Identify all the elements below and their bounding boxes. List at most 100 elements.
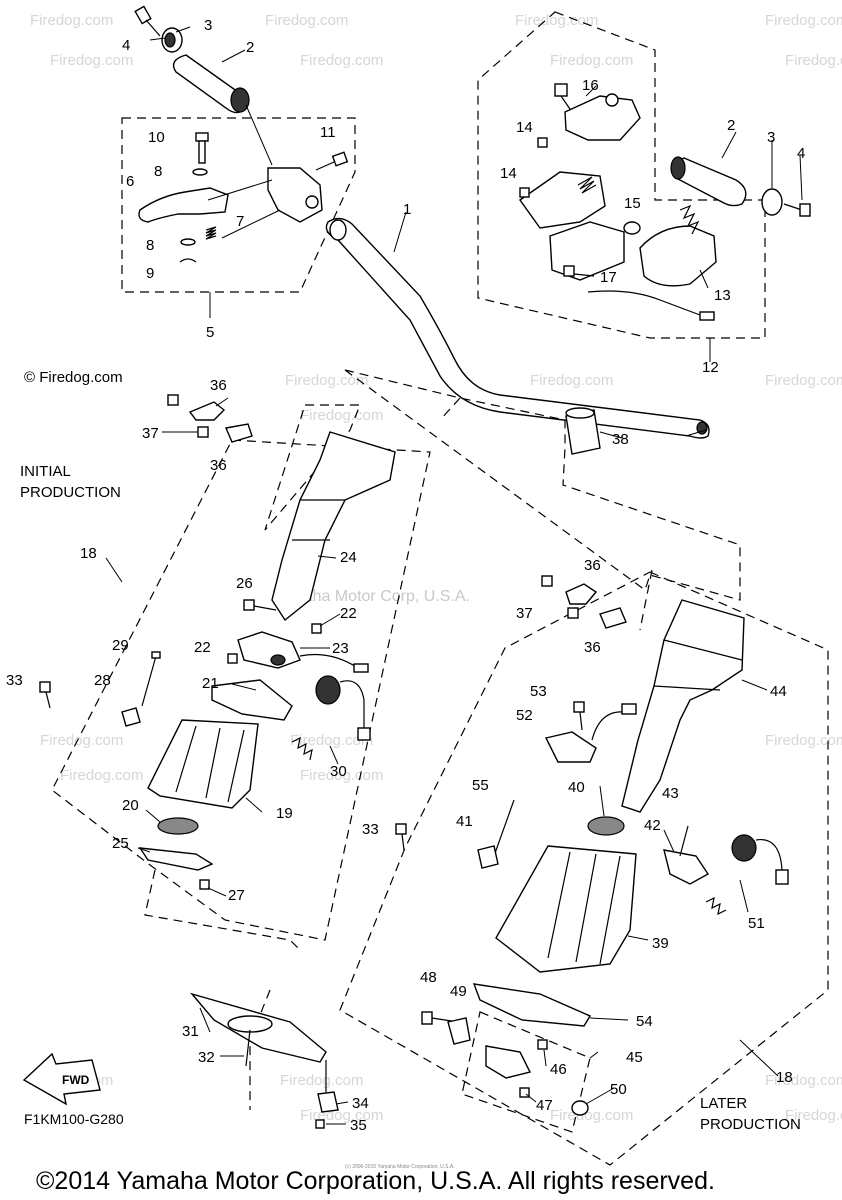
watermark: Firedog.com	[550, 52, 633, 69]
pin-10	[195, 132, 209, 164]
callout-41: 41	[456, 813, 473, 830]
handlebar-1	[325, 217, 710, 439]
bolt-4-right	[783, 203, 811, 217]
callout-52: 52	[516, 707, 533, 724]
callout-21: 21	[202, 675, 219, 692]
bracket-45	[485, 1045, 532, 1079]
bolt-29	[141, 655, 157, 707]
clip-28	[121, 707, 141, 727]
sensor-51-spring	[705, 896, 727, 916]
sensor-30-wire	[339, 680, 365, 730]
bolt-37-later-lower	[567, 607, 579, 619]
callout-13: 13	[714, 287, 731, 304]
site-notice: © Firedog.com	[24, 369, 123, 386]
callout-28: 28	[94, 672, 111, 689]
callout-36: 36	[210, 377, 227, 394]
right-housing-cap	[605, 93, 619, 107]
steering-link-38	[565, 407, 601, 455]
watermark: Firedog.com	[765, 372, 842, 389]
callout-8: 8	[154, 163, 162, 180]
bolt-33-right	[395, 823, 407, 851]
spring-7	[205, 226, 217, 240]
sensor-30-connector	[357, 727, 371, 741]
bracket-36-upper	[188, 401, 226, 421]
callout-45: 45	[626, 1049, 643, 1066]
owner-watermark: Yamaha Motor Corp, U.S.A.	[272, 588, 470, 605]
bolt-33-left	[39, 681, 51, 709]
callout-35: 35	[350, 1117, 367, 1134]
seal-40	[587, 816, 625, 836]
bolt-55	[493, 799, 515, 857]
screw-27	[199, 879, 210, 890]
callout-39: 39	[652, 935, 669, 952]
fwd-label: FWD	[62, 1073, 90, 1087]
sensor-23	[237, 631, 301, 669]
bolt-37-upper	[167, 394, 179, 406]
watermark: Firedog.com	[550, 1107, 633, 1124]
watermark: Firedog.com	[300, 407, 383, 424]
switch-connector	[699, 311, 715, 321]
sensor-51-connector	[775, 869, 789, 885]
sensor-23-knob	[270, 654, 286, 666]
bracket-36-later-upper	[565, 583, 598, 605]
sensor-52	[544, 731, 597, 763]
watermark: Firedog.com	[300, 52, 383, 69]
sensor-30-spring	[291, 736, 313, 761]
screw-14-upper	[537, 137, 548, 148]
right-switch-housing-top	[564, 95, 641, 141]
column-24-detail	[292, 499, 345, 541]
callout-26: 26	[236, 575, 253, 592]
left-switch-boss	[305, 195, 319, 209]
callout-4: 4	[797, 145, 805, 162]
watermark: Firedog.com	[50, 52, 133, 69]
washer-8-top	[192, 168, 208, 176]
callout-31: 31	[182, 1023, 199, 1040]
callout-37: 37	[142, 425, 159, 442]
watermark: Firedog.com	[300, 1107, 383, 1124]
leader-line	[221, 209, 281, 239]
callout-8: 8	[146, 237, 154, 254]
callout-3: 3	[204, 17, 212, 34]
lever-6	[138, 187, 229, 223]
right-grip	[670, 156, 747, 207]
watermark: Firedog.com	[40, 732, 123, 749]
sensor-51	[731, 834, 757, 862]
callout-17: 17	[600, 269, 617, 286]
callout-33: 33	[6, 672, 23, 689]
watermark: Firedog.com	[765, 1072, 842, 1089]
plate-link-line	[144, 869, 301, 951]
callout-43: 43	[662, 785, 679, 802]
screw-22-left	[227, 653, 238, 664]
callout-36: 36	[210, 457, 227, 474]
callout-48: 48	[420, 969, 437, 986]
clip-9	[179, 258, 197, 263]
grip-end-cap-hole	[164, 32, 176, 48]
switch-wire	[587, 290, 701, 316]
clip-41	[477, 845, 499, 869]
callout-36: 36	[584, 639, 601, 656]
screw-17	[563, 265, 595, 277]
callout-2: 2	[727, 117, 735, 134]
callout-19: 19	[276, 805, 293, 822]
callout-11: 11	[320, 124, 336, 141]
screw-43	[679, 825, 689, 857]
footer-copyright: ©2014 Yamaha Motor Corporation, U.S.A. A…	[36, 1167, 715, 1195]
leader-line	[245, 104, 273, 166]
watermark: Firedog.com	[530, 372, 613, 389]
leader-line	[207, 179, 273, 201]
watermark-layer: Firedog.com Firedog.com Firedog.com Fire…	[30, 12, 842, 1124]
later-bracket-outline	[344, 369, 741, 601]
bracket-36-later-lower	[599, 607, 627, 629]
plate-21	[211, 679, 293, 721]
plate-link-line	[249, 989, 271, 1110]
callout-20: 20	[122, 797, 139, 814]
callout-18: 18	[80, 545, 97, 562]
column-44-detail	[653, 639, 743, 691]
callout-50: 50	[610, 1081, 627, 1098]
screw-15	[623, 221, 641, 235]
bolt-37-lower	[197, 426, 209, 438]
bolt-4-left	[134, 5, 161, 37]
gasket-25	[138, 847, 214, 871]
callout-38: 38	[612, 431, 629, 448]
